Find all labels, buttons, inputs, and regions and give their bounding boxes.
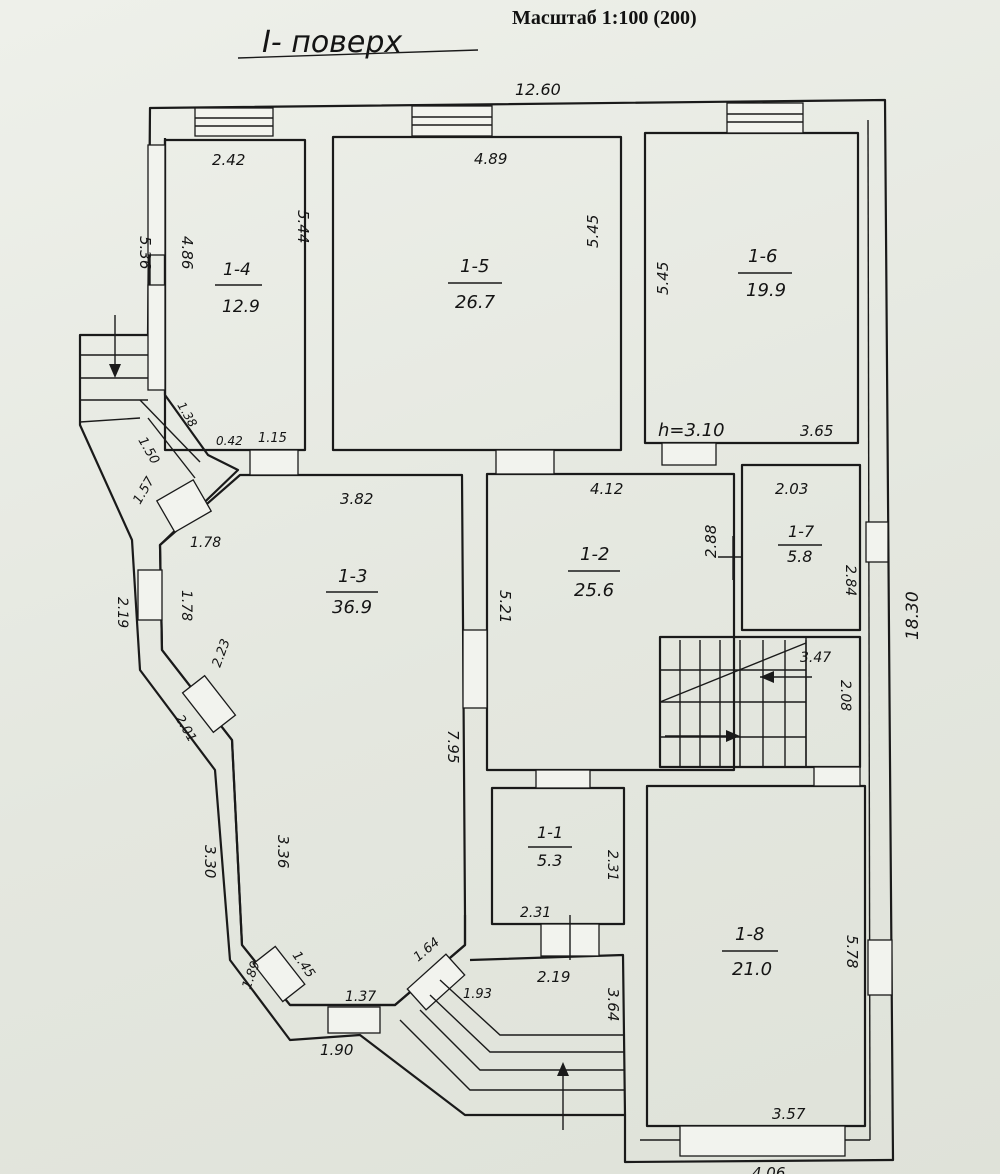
- dimension-label: 2.19: [537, 968, 570, 986]
- dimension-label: 0.42: [216, 434, 243, 448]
- room-area: 5.3: [537, 851, 562, 870]
- ceiling-height: h=3.10: [658, 420, 725, 441]
- room-labels: 1-4 12.9 1-5 26.7 1-6 19.9 1-3 36.9 1-2 …: [215, 246, 822, 980]
- room-1-6: 1-6 19.9: [738, 246, 792, 301]
- side-entrance-steps: [79, 315, 201, 479]
- dimension-label: 1.78: [178, 590, 194, 621]
- dimension-label: 2.03: [775, 480, 808, 498]
- room-id: 1-6: [748, 246, 777, 267]
- dimension-label: 1.93: [463, 987, 492, 1002]
- dimension-label: 3.47: [800, 650, 831, 666]
- room-id: 1-5: [460, 256, 489, 277]
- room-1-7: 1-7 5.8: [778, 522, 822, 566]
- dimension-label: 2.08: [837, 680, 853, 711]
- room-1-3: 1-3 36.9: [326, 566, 378, 618]
- dim-bottom-width: 4.06: [752, 1164, 785, 1174]
- window-6: [155, 479, 213, 533]
- window-4: [147, 144, 166, 256]
- window-9: [252, 945, 306, 1003]
- dimension-label: 3.30: [201, 845, 219, 878]
- room-1-4: 1-4 12.9: [215, 260, 262, 317]
- dimension-label: 4.12: [590, 480, 623, 498]
- room-1-2: 1-2 25.6: [568, 544, 620, 601]
- dimension-label: 4.86: [178, 236, 196, 269]
- front-entrance-steps: [399, 915, 625, 1130]
- window-2: [411, 105, 493, 137]
- dimension-label: 5.21: [496, 590, 514, 623]
- dimension-labels: 12.60 18.30 4.06 2.42 5.44 4.86 5.36 4.8…: [114, 80, 923, 1174]
- room-area: 19.9: [746, 280, 786, 301]
- doors: [249, 442, 861, 957]
- main-stair: [659, 637, 812, 767]
- window-14: [679, 1125, 846, 1157]
- dimension-label: 2.19: [114, 597, 130, 628]
- dimension-label: 3.36: [274, 835, 292, 868]
- window-10: [327, 1006, 381, 1034]
- dimension-label: 2.84: [842, 565, 858, 596]
- dimension-label: 3.65: [800, 422, 833, 440]
- room-id: 1-8: [735, 924, 764, 945]
- room-id: 1-3: [338, 566, 367, 587]
- windows: [137, 102, 893, 1157]
- dimension-label: 1.50: [135, 435, 162, 468]
- dimension-label: 1.37: [345, 989, 376, 1005]
- dimension-label: 1.15: [258, 431, 287, 446]
- title-underline: [237, 49, 479, 59]
- dimension-label: 3.82: [340, 490, 373, 508]
- window-12: [865, 521, 889, 563]
- window-7: [137, 569, 163, 621]
- dimension-label: 4.89: [474, 150, 507, 168]
- dimension-label: 1.90: [320, 1041, 353, 1059]
- dimension-label: 2.42: [212, 151, 245, 169]
- room-area: 25.6: [574, 580, 614, 601]
- dimension-label: 1.57: [130, 474, 158, 507]
- window-1: [194, 107, 274, 137]
- dimension-label: 5.78: [843, 935, 861, 968]
- dimension-label: 3.57: [772, 1105, 806, 1123]
- room-id: 1-1: [537, 823, 563, 842]
- dimension-label: 7.95: [444, 730, 462, 763]
- room-id: 1-4: [223, 260, 251, 280]
- dimension-label: 2.23: [210, 637, 234, 669]
- room-1-5: 1-5 26.7: [448, 256, 502, 313]
- dimension-label: 2.31: [604, 850, 620, 881]
- dimension-label: 5.45: [654, 262, 672, 295]
- dim-overall-width: 12.60: [515, 80, 561, 99]
- window-3: [726, 102, 804, 134]
- window-11: [406, 953, 466, 1011]
- window-13: [867, 939, 893, 996]
- room-area: 5.8: [787, 547, 812, 566]
- window-5: [147, 284, 166, 391]
- scale-label: Масштаб 1:100 (200): [512, 7, 697, 29]
- room-area: 36.9: [332, 597, 372, 618]
- dimension-label: 3.64: [604, 988, 622, 1021]
- room-1-8: 1-8 21.0: [722, 924, 778, 980]
- window-8: [181, 674, 237, 734]
- room-1-1: 1-1 5.3: [528, 823, 572, 870]
- room-area: 26.7: [455, 292, 496, 313]
- dimension-label: 1.78: [190, 535, 221, 551]
- room-area: 21.0: [732, 959, 772, 980]
- dim-overall-height: 18.30: [903, 591, 923, 640]
- dimension-label: 1.89: [240, 959, 264, 991]
- dimension-label: 2.01: [172, 713, 199, 746]
- dimension-label: 5.44: [294, 210, 312, 243]
- dimension-label: 5.45: [584, 215, 602, 248]
- room-area: 12.9: [222, 297, 260, 317]
- dimension-label: 2.88: [702, 525, 720, 558]
- dimension-label: 2.31: [520, 905, 551, 921]
- dimension-label: 5.36: [136, 236, 154, 269]
- room-id: 1-7: [788, 522, 815, 541]
- room-id: 1-2: [580, 544, 609, 565]
